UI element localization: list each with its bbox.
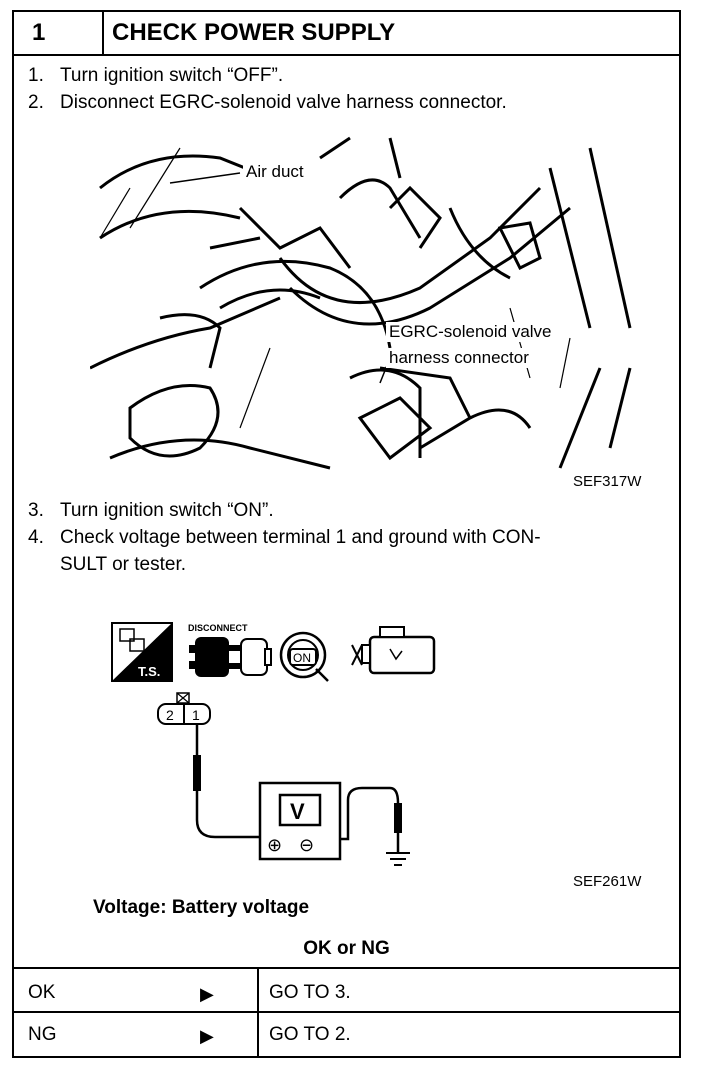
step-num: 1. [28, 65, 44, 86]
figure-code: SEF317W [573, 473, 642, 490]
step-num: 4. [28, 527, 44, 548]
voltmeter: V ⊕ ⊖ [258, 781, 342, 861]
step-text: Turn ignition switch “ON”. [60, 500, 274, 521]
result-label: NG [28, 1024, 57, 1045]
instruction-step: 4. Check voltage between terminal 1 and g… [28, 526, 541, 550]
table-divider [257, 967, 259, 1058]
step-text: Turn ignition switch “OFF”. [60, 65, 284, 86]
positive-test-lead [193, 725, 260, 839]
step-number: 1 [12, 10, 104, 56]
step-text: Disconnect EGRC-solenoid valve harness c… [60, 92, 507, 113]
disconnect-text: DISCONNECT [188, 623, 248, 633]
table-divider [12, 967, 681, 969]
step-text: Check voltage between terminal 1 and gro… [60, 527, 541, 548]
decision-prompt: OK or NG [303, 938, 390, 959]
terminal-1-label: 1 [192, 707, 200, 723]
harness-connector-symbol: 2 1 [157, 692, 211, 725]
instruction-step: 2. Disconnect EGRC-solenoid valve harness… [28, 91, 507, 115]
voltmeter-v-label: V [290, 799, 305, 824]
voltage-spec: Voltage: Battery voltage [93, 897, 310, 918]
ts-text: T.S. [138, 664, 160, 679]
ground-symbol [386, 852, 410, 866]
connector-label-line2: harness connector [386, 348, 532, 368]
instruction-step: 3. Turn ignition switch “ON”. [28, 499, 274, 523]
ignition-key-on-icon: ON [279, 631, 329, 682]
arrow-icon: ▶ [200, 984, 214, 1004]
step-text-continued: SULT or tester. [60, 554, 187, 575]
go-to-action: GO TO 3. [269, 982, 351, 1003]
connector-label-line1: EGRC-solenoid valve [386, 322, 555, 342]
negative-test-lead [340, 786, 402, 853]
engine-icon [351, 626, 436, 675]
voltage-check-diagram: T.S. DISCONNECT ON 2 1 [111, 622, 436, 866]
step-num: 2. [28, 92, 44, 113]
air-duct-label: Air duct [243, 162, 307, 182]
result-label: OK [28, 982, 56, 1003]
terminal-2-label: 2 [166, 707, 174, 723]
arrow-icon: ▶ [200, 1026, 214, 1046]
disconnect-connector-icon: DISCONNECT [188, 623, 272, 677]
plus-terminal: ⊕ [267, 835, 282, 856]
step-num: 3. [28, 500, 44, 521]
figure-code: SEF261W [573, 873, 642, 890]
minus-terminal: ⊖ [299, 835, 314, 856]
on-text: ON [293, 651, 311, 665]
go-to-action: GO TO 2. [269, 1024, 351, 1045]
step-title: CHECK POWER SUPPLY [102, 10, 681, 56]
trouble-symptom-icon: T.S. [111, 622, 173, 682]
table-divider [12, 1011, 681, 1013]
instruction-step: 1. Turn ignition switch “OFF”. [28, 64, 283, 88]
engine-bay-illustration [90, 136, 632, 470]
